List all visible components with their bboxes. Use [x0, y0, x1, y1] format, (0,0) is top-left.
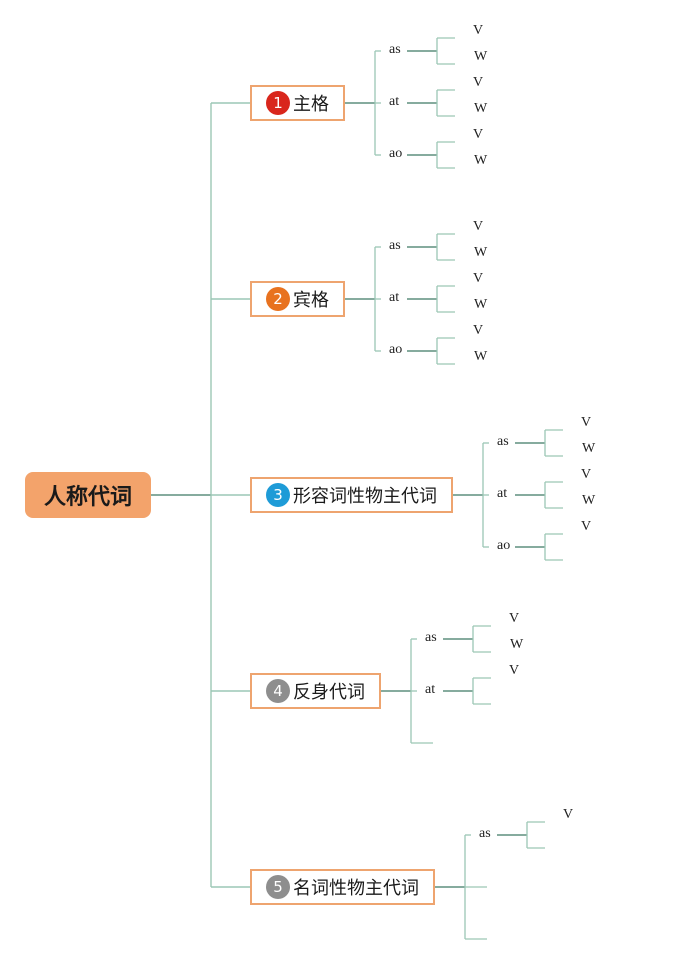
category-label: 名词性物主代词 [293, 878, 419, 899]
sub-node-label[interactable]: at [497, 486, 508, 501]
number-badge: 3 [266, 483, 290, 507]
category-label: 宾格 [293, 290, 329, 311]
leaf-node-label[interactable]: V [509, 611, 520, 626]
leaf-node-label[interactable]: V [473, 75, 484, 90]
leaf-node-label[interactable]: W [474, 153, 488, 168]
leaf-node-label[interactable]: W [474, 49, 488, 64]
leaf-node-label[interactable]: W [582, 493, 596, 508]
category-label: 主格 [293, 94, 329, 115]
leaf-node-label[interactable]: W [582, 441, 596, 456]
sub-node-label[interactable]: at [425, 682, 436, 697]
sub-node-label[interactable]: ao [389, 342, 403, 357]
sub-node-label[interactable]: as [389, 238, 401, 253]
sub-node-label[interactable]: at [389, 290, 400, 305]
leaf-node-label[interactable]: V [509, 663, 520, 678]
leaf-node-label[interactable]: V [473, 271, 484, 286]
number-badge: 4 [266, 679, 290, 703]
sub-node-label[interactable]: as [497, 434, 509, 449]
leaf-node-label[interactable]: V [473, 219, 484, 234]
number-badge: 2 [266, 287, 290, 311]
sub-node-label[interactable]: as [479, 826, 491, 841]
sub-node-label[interactable]: as [389, 42, 401, 57]
leaf-node-label[interactable]: V [581, 415, 592, 430]
category-label: 反身代词 [293, 682, 365, 703]
category-label: 形容词性物主代词 [293, 486, 437, 507]
sub-node-label[interactable]: ao [497, 538, 511, 553]
leaf-node-label[interactable]: W [510, 637, 524, 652]
number-badge: 5 [266, 875, 290, 899]
leaf-node-label[interactable]: V [563, 807, 574, 822]
leaf-node-label[interactable]: W [474, 349, 488, 364]
leaf-node-label[interactable]: W [474, 101, 488, 116]
leaf-node-label[interactable]: V [473, 323, 484, 338]
leaf-node-label[interactable]: V [473, 127, 484, 142]
sub-node-label[interactable]: as [425, 630, 437, 645]
sub-node-label[interactable]: at [389, 94, 400, 109]
leaf-node-label[interactable]: V [581, 519, 592, 534]
root-label: 人称代词 [43, 485, 132, 510]
leaf-node-label[interactable]: V [581, 467, 592, 482]
sub-node-label[interactable]: ao [389, 146, 403, 161]
leaf-node-label[interactable]: V [473, 23, 484, 38]
leaf-node-label[interactable]: W [474, 245, 488, 260]
leaf-node-label[interactable]: W [474, 297, 488, 312]
root-node[interactable]: 人称代词 [25, 472, 151, 518]
number-badge: 1 [266, 91, 290, 115]
